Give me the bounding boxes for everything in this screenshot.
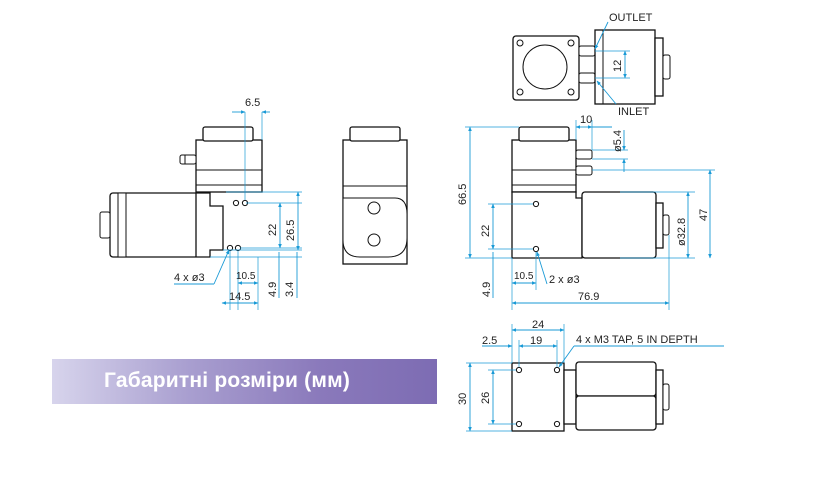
dim-5-4: ø5.4 <box>612 130 624 152</box>
outlet-port <box>578 45 596 57</box>
label-taps: 4 x M3 TAP, 5 IN DEPTH <box>576 334 698 346</box>
inlet-port <box>578 72 596 84</box>
left-view: 6.5 22 26.5 4.9 3.4 10.5 14.5 4 x ø3 <box>99 97 302 310</box>
label-2-holes: 2 x ø3 <box>549 274 580 286</box>
nozzle <box>179 154 197 165</box>
dim-6-5: 6.5 <box>245 97 260 109</box>
screw <box>567 88 575 96</box>
pump-head <box>195 139 263 193</box>
dim-22: 22 <box>480 225 492 237</box>
side-bracket <box>511 191 583 259</box>
label-outlet: OUTLET <box>609 12 653 24</box>
front-hole-top <box>367 201 381 215</box>
dim-47: 47 <box>698 209 710 221</box>
caption-banner <box>52 359 437 404</box>
label-inlet: INLET <box>618 106 649 118</box>
side-view: 10 ø5.4 66.5 22 4.9 10.5 2 x ø3 76.9 <box>457 114 715 310</box>
top-endcap <box>654 37 664 97</box>
front-view <box>342 126 408 265</box>
front-cap <box>349 126 401 142</box>
side-port-bottom <box>575 165 593 176</box>
dim-12: 12 <box>612 60 624 72</box>
side-head <box>511 139 577 193</box>
hole <box>232 199 240 207</box>
hole <box>532 245 540 253</box>
dim-19: 19 <box>530 335 542 347</box>
bracket <box>195 192 224 258</box>
bottom-motor-bottom <box>575 395 657 431</box>
dim-14-5: 14.5 <box>229 291 250 303</box>
side-port-top <box>575 149 593 160</box>
label-4-holes: 4 x ø3 <box>174 272 205 284</box>
tap <box>553 420 561 428</box>
top-view: 12 OUTLET INLET <box>512 12 671 118</box>
dim-30: 30 <box>457 393 469 405</box>
dim-22: 22 <box>267 224 279 236</box>
side-motor <box>581 191 657 259</box>
screw <box>516 39 524 47</box>
dim-4-9: 4.9 <box>481 282 493 297</box>
screw <box>567 39 575 47</box>
screw <box>516 88 524 96</box>
dim-10-5: 10.5 <box>514 271 534 282</box>
dim-24: 24 <box>532 319 544 331</box>
front-hole-bottom <box>367 233 381 247</box>
hole <box>532 200 540 208</box>
side-cap <box>518 126 570 142</box>
dim-66-5: 66.5 <box>457 184 469 205</box>
dim-76-9: 76.9 <box>578 291 599 303</box>
tap <box>553 366 561 374</box>
dim-4-9: 4.9 <box>267 282 279 297</box>
hole <box>226 244 234 252</box>
tap <box>515 366 523 374</box>
front-flange <box>342 197 408 258</box>
bottom-motor-top <box>575 361 657 397</box>
pump-cap <box>202 126 254 142</box>
dim-32-8: ø32.8 <box>676 218 688 246</box>
motor-band <box>117 192 127 258</box>
dim-3-4: 3.4 <box>284 282 296 297</box>
caption-text: Габаритні розміри (мм) <box>104 369 351 392</box>
dim-26: 26 <box>480 392 492 404</box>
motor-cap <box>99 211 111 239</box>
bottom-endcap <box>655 369 664 425</box>
dim-2-5: 2.5 <box>482 335 497 347</box>
top-circle <box>522 44 568 90</box>
dim-26-5: 26.5 <box>285 220 297 241</box>
bottom-neck <box>563 369 577 425</box>
dim-10: 10 <box>580 114 592 126</box>
tap <box>515 420 523 428</box>
dim-10-5: 10.5 <box>236 271 256 282</box>
side-endcap <box>655 202 664 249</box>
bottom-view: 24 19 2.5 4 x M3 TAP, 5 IN DEPTH 30 26 <box>457 319 724 432</box>
bottom-plate <box>511 362 565 432</box>
